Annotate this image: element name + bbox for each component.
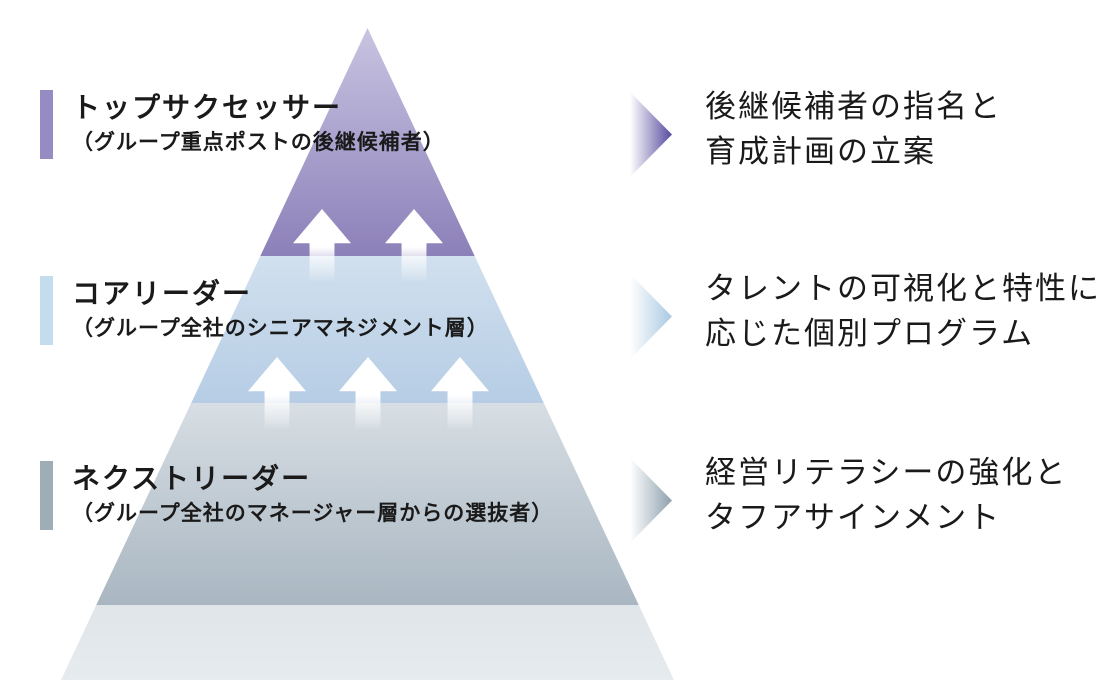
tier-description-line: 応じた個別プログラム xyxy=(705,316,1035,351)
tier-label-texts: ネクストリーダー （グループ全社のマネージャー層からの選抜者） xyxy=(72,461,553,529)
tier-description-line: タレントの可視化と特性に xyxy=(705,271,1101,306)
tier-label-texts: トップサクセッサー （グループ重点ポストの後継候補者） xyxy=(72,90,445,158)
tier-description-line: 経営リテラシーの強化と xyxy=(705,455,1068,490)
tier-label-core-leader: コアリーダー （グループ全社のシニアマネジメント層） xyxy=(40,276,489,345)
tier-description-line: 育成計画の立案 xyxy=(705,134,936,169)
right-arrow-icon xyxy=(630,92,672,177)
tier-description: 後継候補者の指名と 育成計画の立案 xyxy=(705,84,1002,174)
tier-subtitle: （グループ重点ポストの後継候補者） xyxy=(72,131,445,154)
tier-color-bar xyxy=(40,461,53,530)
tier-title: ネクストリーダー xyxy=(72,463,312,494)
tier-subtitle: （グループ全社のシニアマネジメント層） xyxy=(72,317,489,340)
tier-description: タレントの可視化と特性に 応じた個別プログラム xyxy=(705,266,1101,356)
tier-title: コアリーダー xyxy=(72,278,253,309)
tier-subtitle: （グループ全社のマネージャー層からの選抜者） xyxy=(72,502,554,525)
tier-label-top-successor: トップサクセッサー （グループ重点ポストの後継候補者） xyxy=(40,90,445,159)
tier-label-texts: コアリーダー （グループ全社のシニアマネジメント層） xyxy=(72,276,489,344)
right-arrow-icon xyxy=(630,274,672,359)
tier-label-next-leader: ネクストリーダー （グループ全社のマネージャー層からの選抜者） xyxy=(40,461,553,530)
tier-color-bar xyxy=(40,90,53,159)
pyramid-base-tier xyxy=(61,605,674,680)
tier-description: 経営リテラシーの強化と タフアサインメント xyxy=(705,450,1067,540)
tier-description-line: タフアサインメント xyxy=(705,500,1002,535)
tier-description-line: 後継候補者の指名と xyxy=(705,89,1002,124)
tier-color-bar xyxy=(40,276,53,345)
tier-title: トップサクセッサー xyxy=(72,92,343,123)
right-arrow-icon xyxy=(630,458,672,543)
